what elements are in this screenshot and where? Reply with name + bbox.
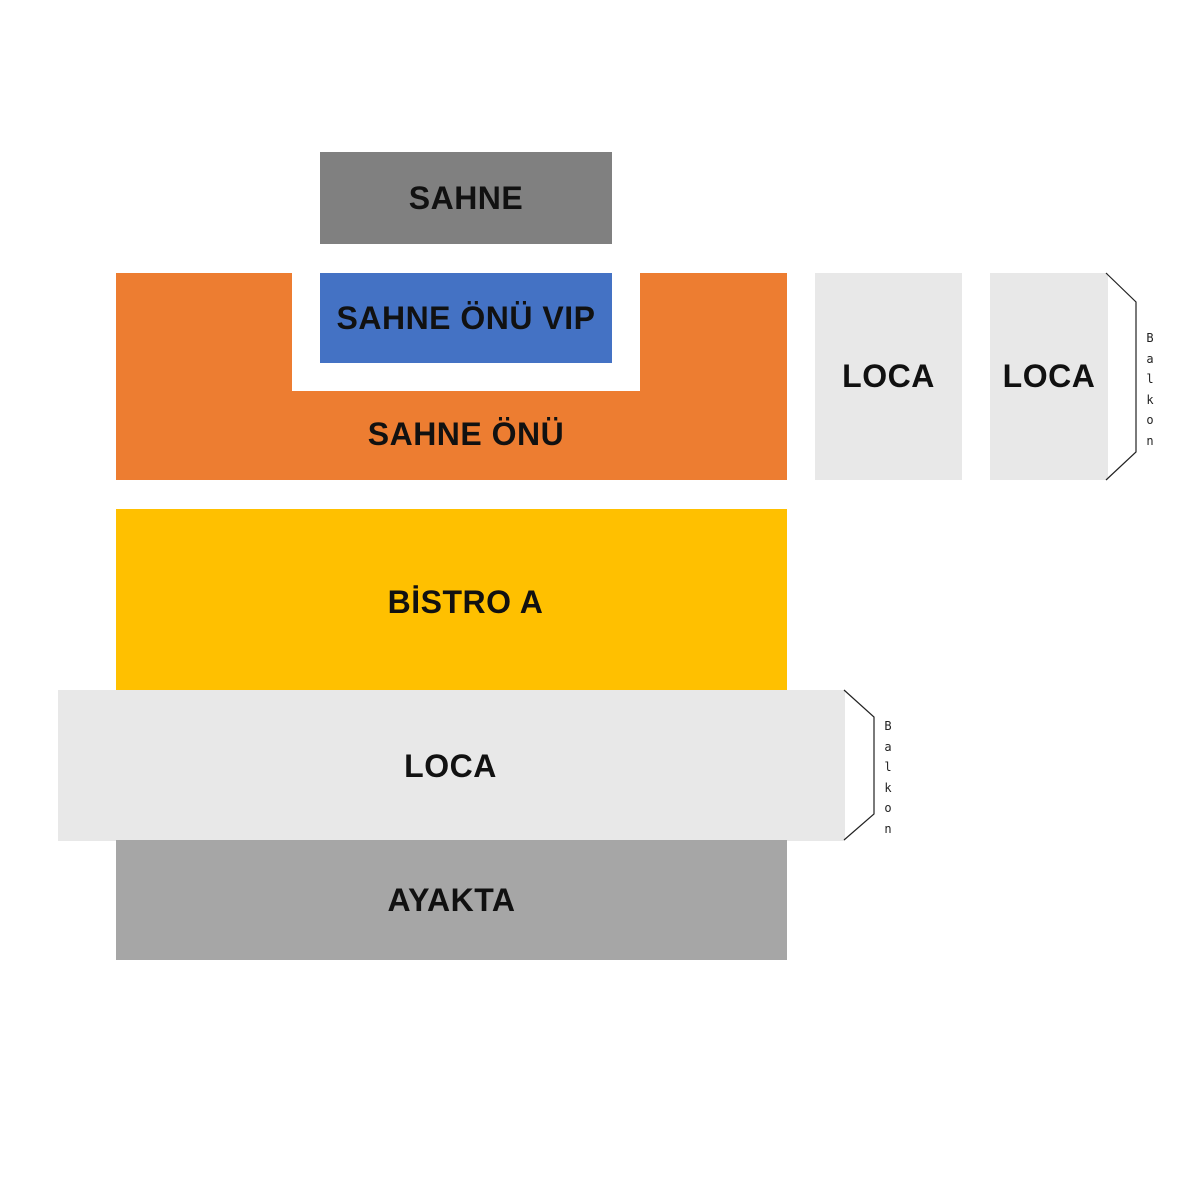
- front-label: SAHNE ÖNÜ: [367, 416, 565, 452]
- bistro-a-section[interactable]: BİSTRO A: [116, 509, 787, 691]
- balkon-bottom-bracket: [843, 689, 875, 841]
- stage-section[interactable]: SAHNE: [320, 152, 612, 244]
- balkon-right-label: Balkon: [1146, 331, 1154, 448]
- loca-right-2-label: LOCA: [1002, 358, 1096, 394]
- balkon-bottom-label: Balkon: [884, 719, 892, 836]
- loca-wide-section[interactable]: LOCA: [58, 690, 845, 841]
- standing-section[interactable]: AYAKTA: [116, 840, 787, 960]
- vip-section[interactable]: SAHNE ÖNÜ VIP: [320, 273, 612, 363]
- balkon-right-bracket: [1105, 272, 1137, 481]
- vip-label: SAHNE ÖNÜ VIP: [336, 299, 596, 336]
- loca-box-right-2[interactable]: LOCA: [990, 273, 1108, 480]
- standing-label: AYAKTA: [387, 881, 516, 918]
- loca-wide-label: LOCA: [404, 748, 497, 784]
- loca-box-right-1[interactable]: LOCA: [815, 273, 962, 480]
- loca-right-1-label: LOCA: [842, 358, 935, 394]
- stage-label: SAHNE: [408, 179, 524, 216]
- bistro-a-label: BİSTRO A: [387, 583, 544, 620]
